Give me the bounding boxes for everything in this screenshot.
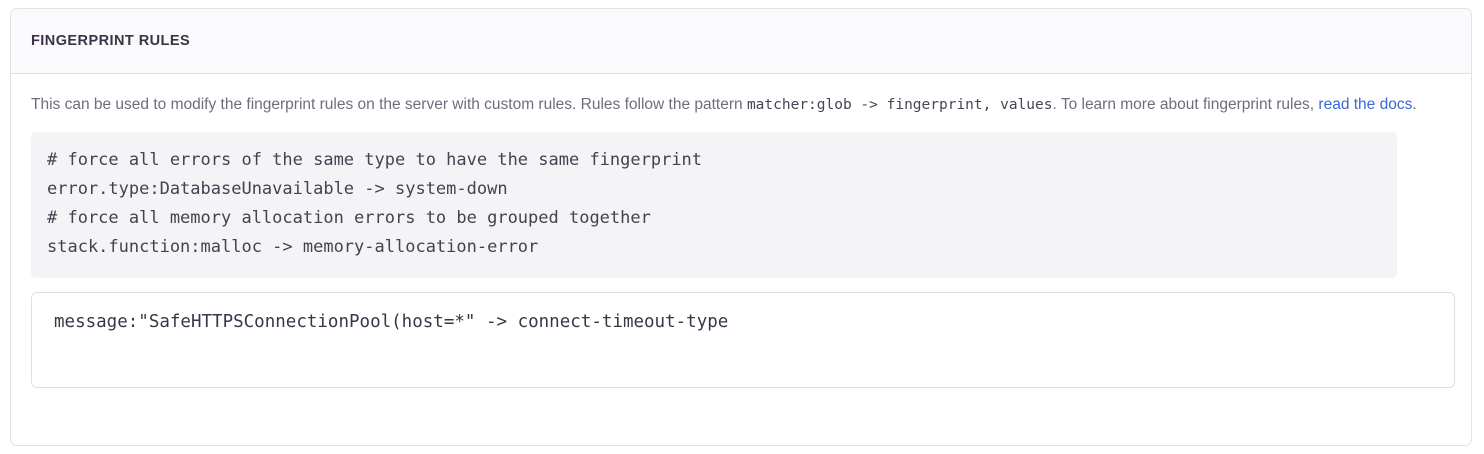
fingerprint-rules-panel: FINGERPRINT RULES This can be used to mo…	[10, 8, 1472, 446]
description-text-middle: . To learn more about fingerprint rules,	[1052, 96, 1319, 113]
description-text-lead: This can be used to modify the fingerpri…	[31, 96, 747, 113]
fingerprint-rules-input[interactable]	[31, 292, 1455, 388]
read-the-docs-link[interactable]: read the docs	[1318, 96, 1413, 113]
panel-body: This can be used to modify the fingerpri…	[11, 74, 1471, 408]
example-rules-code-block: # force all errors of the same type to h…	[31, 132, 1397, 278]
inline-code-pattern: matcher:glob -> fingerprint, values	[746, 97, 1053, 113]
panel-header: FINGERPRINT RULES	[11, 9, 1471, 74]
example-rules-code: # force all errors of the same type to h…	[47, 150, 703, 257]
description-text-tail: .	[1412, 96, 1417, 113]
panel-description: This can be used to modify the fingerpri…	[31, 92, 1421, 118]
page-title: FINGERPRINT RULES	[31, 32, 191, 49]
